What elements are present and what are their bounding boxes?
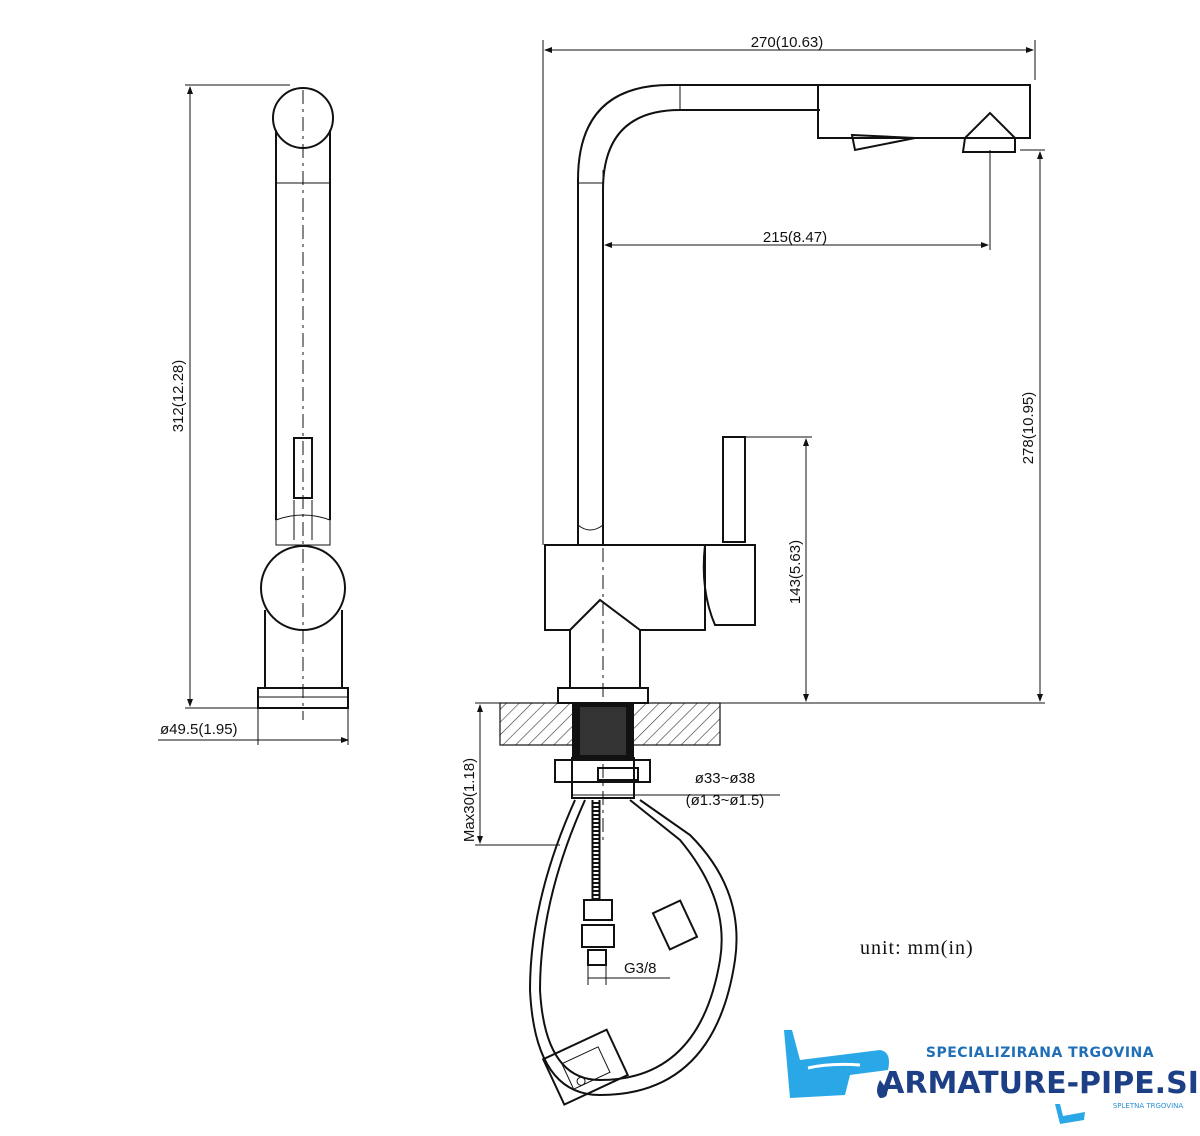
- unit-note: unit: mm(in): [860, 937, 974, 959]
- logo-tagline: SPECIALIZIRANA TRGOVINA: [926, 1045, 1154, 1061]
- overall-height-label: 278(10.95): [1020, 392, 1037, 465]
- reach-label: 215(8.47): [763, 229, 827, 246]
- side-view: [158, 84, 349, 745]
- overall-width-label: 270(10.63): [751, 34, 824, 51]
- thread-size-label: G3/8: [624, 960, 657, 977]
- side-height-label: 312(12.28): [170, 360, 187, 433]
- side-base-diameter-label: ø49.5(1.95): [160, 721, 238, 738]
- front-view: [475, 40, 1045, 1106]
- armature-pipe-logo: SPECIALIZIRANA TRGOVINA ARMATURE-PIPE.SI…: [784, 1030, 1199, 1124]
- faucet-logo-icon: [784, 1030, 1085, 1124]
- deck-thickness-label: Max30(1.18): [461, 758, 478, 842]
- hole-diameter-mm-label: ø33~ø38: [695, 770, 755, 787]
- logo-subtitle: SPLETNA TRGOVINA: [1113, 1102, 1184, 1110]
- lever-height-label: 143(5.63): [787, 540, 804, 604]
- hole-diameter-in-label: (ø1.3~ø1.5): [686, 792, 765, 809]
- logo-name: ARMATURE-PIPE.SI: [881, 1066, 1199, 1101]
